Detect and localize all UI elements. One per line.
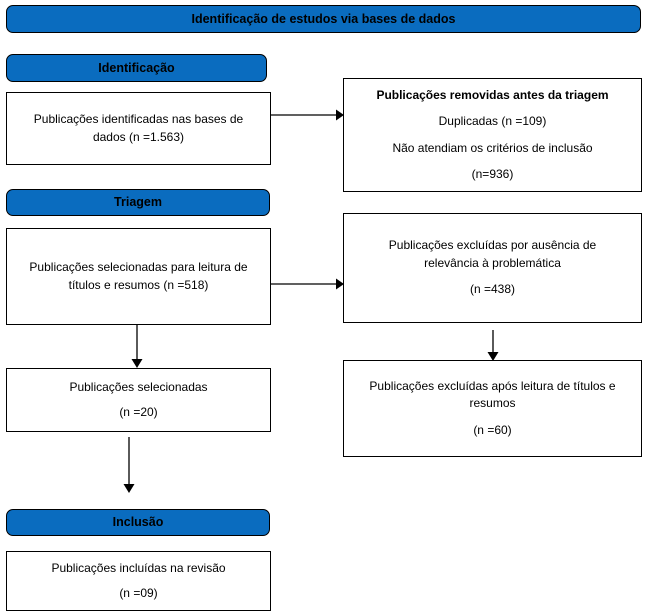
box-publications-selected: Publicações selecionadas (n =20) <box>6 368 271 432</box>
box-line: relevância à problemática <box>424 255 561 270</box>
box-line: (n =438) <box>469 282 516 297</box>
box-line: Publicações incluídas na revisão <box>51 561 226 576</box>
stage-label-inclusao: Inclusão <box>6 509 270 536</box>
box-line: Publicações identificadas nas bases de <box>33 112 244 127</box>
box-line: Publicações removidas antes da triagem <box>376 87 609 102</box>
box-publications-screened: Publicações selecionadas para leitura de… <box>6 228 271 325</box>
box-publications-removed-before-screening: Publicações removidas antes da triagem D… <box>343 78 642 192</box>
box-publications-excluded-relevance: Publicações excluídas por ausência de re… <box>343 213 642 323</box>
box-publications-excluded-after-reading: Publicações excluídas após leitura de tí… <box>343 360 642 457</box>
diagram-title-banner: Identificação de estudos via bases de da… <box>6 5 641 33</box>
box-line: Publicações excluídas por ausência de <box>388 238 597 253</box>
box-line: Não atendiam os critérios de inclusão <box>392 140 593 155</box>
box-line: dados (n =1.563) <box>92 129 185 144</box>
box-publications-identified: Publicações identificadas nas bases de d… <box>6 92 271 165</box>
box-line: (n =09) <box>119 585 158 600</box>
box-line: (n=936) <box>471 166 514 181</box>
box-line: Publicações excluídas após leitura de tí… <box>369 378 616 393</box>
box-line: Duplicadas (n =109) <box>438 114 547 129</box>
connector-identified-to-removed <box>270 107 348 123</box>
box-line: (n =20) <box>119 404 158 419</box>
stage-label-triagem: Triagem <box>6 189 270 216</box>
connector-selected-to-inclusao <box>121 437 137 495</box>
box-line: Publicações selecionadas para leitura de <box>29 260 248 275</box>
box-line: Publicações selecionadas <box>69 380 208 395</box>
box-line: títulos e resumos (n =518) <box>68 277 209 292</box>
box-publications-included: Publicações incluídas na revisão (n =09) <box>6 551 271 611</box>
stage-label-identificacao: Identificação <box>6 54 267 82</box>
box-line: (n =60) <box>473 422 512 437</box>
connector-screened-to-selected <box>129 325 145 370</box>
connector-excluded-relevance-to-excluded-after-reading <box>485 330 501 363</box>
box-line: resumos <box>469 396 516 411</box>
connector-screened-to-excluded-relevance <box>270 276 348 292</box>
